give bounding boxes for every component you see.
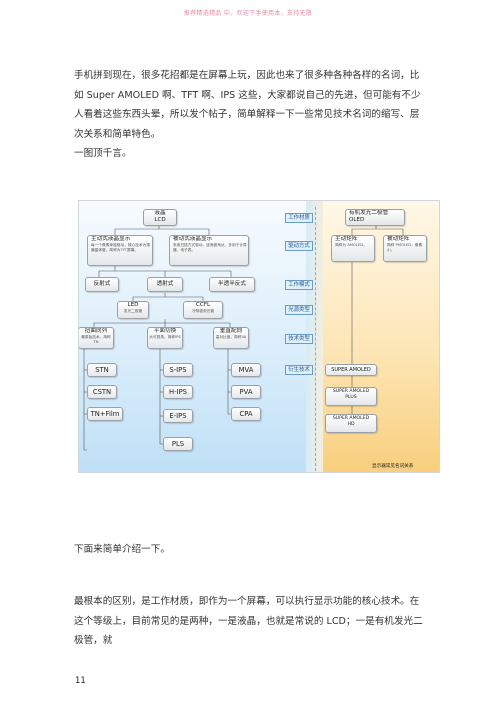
transmissive-node: 透射式 — [147, 277, 183, 292]
category-mode: 工作模式 — [285, 280, 313, 290]
lcd-sub: LCD — [154, 217, 166, 223]
lcd-title: 液晶 — [154, 210, 166, 216]
active-matrix-lcd-node: 主动式液晶显示 每一个像素单独驱动，核心技术为薄膜晶体管，简称为TFT屏幕。 — [87, 235, 153, 266]
va-sub: 高对比度，简称VA — [215, 335, 247, 339]
sap-sub: PLUS — [345, 394, 357, 400]
category-backlight: 光源类型 — [285, 305, 313, 315]
category-derived: 衍生技术 — [285, 365, 313, 375]
twisted-nematic-node: 扭曲向列 最原始技术，简称TN — [79, 327, 114, 349]
mva-node: MVA — [231, 363, 261, 377]
cstn-node: CSTN — [87, 385, 117, 399]
body-paragraph: 最根本的区别，是工作材质，即作为一个屏幕，可以执行显示功能的核心技术。在这个等级… — [74, 596, 423, 646]
ips-title: 平面切换 — [153, 328, 177, 334]
vertical-alignment-node: 垂直配向 高对比度，简称VA — [213, 327, 249, 349]
pva-node: PVA — [231, 385, 261, 399]
pmoled-node: 被动矩阵 简称 PMOLED，像素小。 — [383, 235, 427, 262]
lcd-node: 液晶 LCD — [143, 209, 177, 226]
active-lcd-title: 主动式液晶显示 — [91, 236, 131, 242]
sahd-title: SUPER AMOLED — [332, 416, 370, 421]
ccfl-sub: 冷阴极荧光管 — [191, 309, 215, 313]
amoled-sub: 简称为 AMOLED。 — [335, 243, 367, 247]
pmoled-title: 被动矩阵 — [387, 236, 410, 242]
pls-node: PLS — [163, 437, 193, 451]
tn-film-node: TN+Film — [87, 407, 123, 421]
amoled-node: 主动矩阵 简称为 AMOLED。 — [331, 235, 375, 262]
connector-lines — [83, 225, 404, 451]
led-node: LED 发光二极管 — [117, 301, 149, 319]
passive-lcd-title: 被动式液晶显示 — [173, 236, 213, 242]
h-ips-node: H-IPS — [163, 385, 193, 399]
category-drive: 驱动方式 — [285, 241, 313, 251]
category-material: 工作材质 — [285, 213, 313, 223]
sap-title: SUPER AMOLED — [332, 389, 370, 394]
intro-paragraph: 手机拼到现在，很多花招都是在屏幕上玩，因此也来了很多种各种各样的名词，比如 Su… — [74, 70, 421, 140]
ccfl-title: CCFL — [195, 302, 211, 308]
stn-node: STN — [87, 363, 117, 377]
sahd-sub: HD — [347, 421, 355, 427]
active-lcd-sub: 每一个像素单独驱动，核心技术为薄膜晶体管，简称为TFT屏幕。 — [91, 243, 150, 252]
led-title: LED — [127, 302, 139, 308]
e-ips-node: E-IPS — [163, 409, 193, 423]
page-header: 推荐精选精品 中。欢迎下手使用本，支持无限 — [183, 10, 313, 17]
passive-lcd-sub: 采用扫描方式驱动，逐渐被淘汰，多用于计算器、电子表。 — [173, 243, 247, 252]
passive-matrix-lcd-node: 被动式液晶显示 采用扫描方式驱动，逐渐被淘汰，多用于计算器、电子表。 — [169, 235, 249, 266]
super-amoled-hd-node: SUPER AMOLED HD — [325, 414, 377, 433]
diagram-gutter — [306, 201, 323, 472]
diagram-divider — [315, 207, 316, 471]
ccfl-node: CCFL 冷阴极荧光管 — [183, 301, 223, 319]
va-title: 垂直配向 — [219, 328, 243, 334]
page-number: 11 — [75, 676, 86, 686]
display-tech-diagram: 液晶 LCD 主动式液晶显示 每一个像素单独驱动，核心技术为薄膜晶体管，简称为T… — [78, 200, 440, 473]
led-sub: 发光二极管 — [123, 309, 143, 313]
ips-sub: 大可视角，简称IPS — [149, 335, 181, 339]
transflective-node: 半透半反式 — [209, 277, 255, 292]
s-ips-node: S-IPS — [163, 363, 193, 377]
in-plane-switching-node: 平面切换 大可视角，简称IPS — [147, 327, 183, 349]
reflective-node: 反射式 — [85, 277, 119, 292]
oled-sub: OLED — [349, 217, 365, 223]
oled-title: 有机发光二极管 — [349, 210, 389, 216]
super-amoled-plus-node: SUPER AMOLED PLUS — [325, 387, 377, 406]
category-tech: 技术类型 — [285, 334, 313, 344]
diagram-legend: 显示器常见名词关系 — [372, 464, 414, 469]
tn-sub: 最原始技术，简称TN — [81, 335, 111, 344]
super-amoled-node: SUPER AMOLED — [325, 364, 377, 376]
oled-node: 有机发光二极管 OLED — [345, 209, 405, 226]
tn-title: 扭曲向列 — [84, 328, 108, 334]
intro-line: 下面来简单介绍一下。 — [74, 544, 170, 555]
diagram-caption: 一图顶千言。 — [74, 148, 132, 159]
cpa-node: CPA — [231, 407, 261, 421]
pmoled-sub: 简称 PMOLED，像素小。 — [387, 243, 423, 252]
amoled-title: 主动矩阵 — [335, 236, 358, 242]
